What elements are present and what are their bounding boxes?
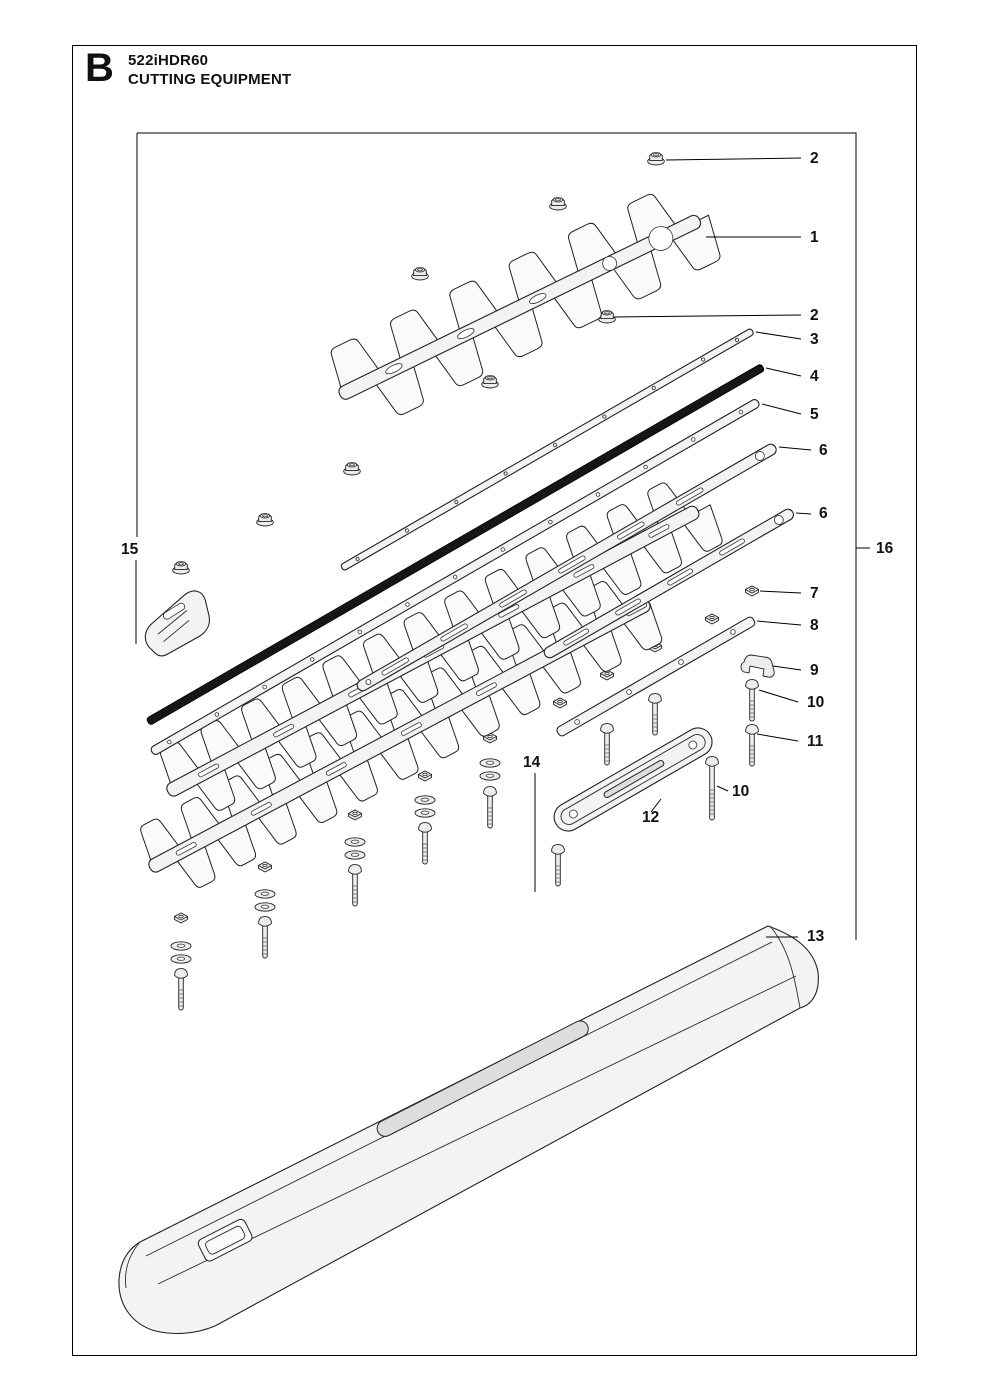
callout-leader-10 (716, 785, 729, 792)
callout-3: 3 (810, 331, 819, 348)
callout-8: 8 (810, 617, 819, 634)
callout-leader-11 (756, 733, 799, 742)
part-retainer-bar (556, 616, 756, 737)
callout-6: 6 (819, 505, 828, 522)
flange-nut (549, 197, 567, 211)
square-nut (745, 585, 759, 597)
square-nut (553, 697, 567, 709)
callout-leader-2 (665, 157, 802, 161)
guard-latch (197, 1218, 253, 1262)
model-number: 522iHDR60 (128, 52, 209, 69)
callout-14: 14 (523, 754, 541, 771)
callout-leader-2 (613, 314, 802, 318)
callout-leader-4 (765, 367, 802, 377)
bolt (483, 786, 497, 829)
callout-13: 13 (807, 928, 825, 945)
callout-7: 7 (810, 585, 819, 602)
section-letter: B (85, 46, 114, 90)
flange-nut (481, 375, 499, 389)
callout-leader-6 (795, 512, 812, 515)
part-upper-blade (320, 175, 728, 436)
bolt (648, 693, 662, 736)
part-cutter-blade-lower (131, 566, 669, 904)
part-top-strip (340, 328, 754, 571)
washer (254, 889, 276, 899)
washer (414, 795, 436, 805)
callout-leader-9 (772, 665, 802, 671)
callout-12: 12 (642, 809, 659, 826)
bolt (600, 723, 614, 766)
bolt (418, 822, 432, 865)
page-title: CUTTING EQUIPMENT (128, 71, 292, 88)
callout-2: 2 (810, 150, 819, 167)
washer (479, 758, 501, 768)
flange-nut (343, 462, 361, 476)
callout-9: 9 (810, 662, 819, 679)
bolt (258, 916, 272, 959)
bolt (348, 864, 362, 907)
square-nut (418, 770, 432, 782)
callout-leader-8 (756, 620, 802, 626)
flange-nut (411, 267, 429, 281)
part-connecting-bar-long (356, 443, 777, 692)
callout-leader-6 (778, 446, 812, 451)
bolt (745, 724, 759, 767)
washer (479, 771, 501, 781)
part-tip-guard (144, 590, 210, 657)
part-guide-bar (150, 399, 760, 755)
callout-11: 11 (807, 733, 824, 750)
washer (414, 808, 436, 818)
callout-leader-12 (650, 798, 662, 813)
flange-nut (647, 152, 665, 166)
washer (170, 954, 192, 964)
callout-10: 10 (732, 783, 749, 800)
square-nut (705, 613, 719, 625)
page-border (72, 45, 917, 1356)
callout-1: 1 (810, 229, 819, 246)
flange-nut (256, 513, 274, 527)
callout-15: 15 (121, 541, 139, 558)
part-support-plate (553, 727, 713, 832)
guard-slot (376, 1020, 589, 1137)
callout-leader-7 (759, 590, 802, 594)
long-bolt (705, 756, 719, 821)
washer (344, 850, 366, 860)
square-nut (258, 861, 272, 873)
flange-nut (172, 561, 190, 575)
square-nut (174, 912, 188, 924)
callout-16: 16 (876, 540, 894, 557)
bolt (174, 968, 188, 1011)
callout-4: 4 (810, 368, 819, 385)
washer (344, 837, 366, 847)
callout-10: 10 (807, 694, 824, 711)
callout-5: 5 (810, 406, 819, 423)
callout-leader-10 (758, 689, 799, 703)
callout-leader-5 (761, 403, 802, 415)
washer (254, 902, 276, 912)
part-clamp (740, 654, 775, 678)
square-nut (348, 809, 362, 821)
part-spacer-bar-dark (146, 364, 765, 725)
assembly-bracket-line (137, 132, 857, 940)
callout-2: 2 (810, 307, 819, 324)
callout-leader-3 (755, 331, 802, 340)
callout-6: 6 (819, 442, 828, 459)
washer (170, 941, 192, 951)
part-connecting-bar-short (543, 508, 794, 659)
bolt (745, 679, 759, 722)
part-blade-guard (118, 925, 819, 1334)
bolt (551, 844, 565, 887)
